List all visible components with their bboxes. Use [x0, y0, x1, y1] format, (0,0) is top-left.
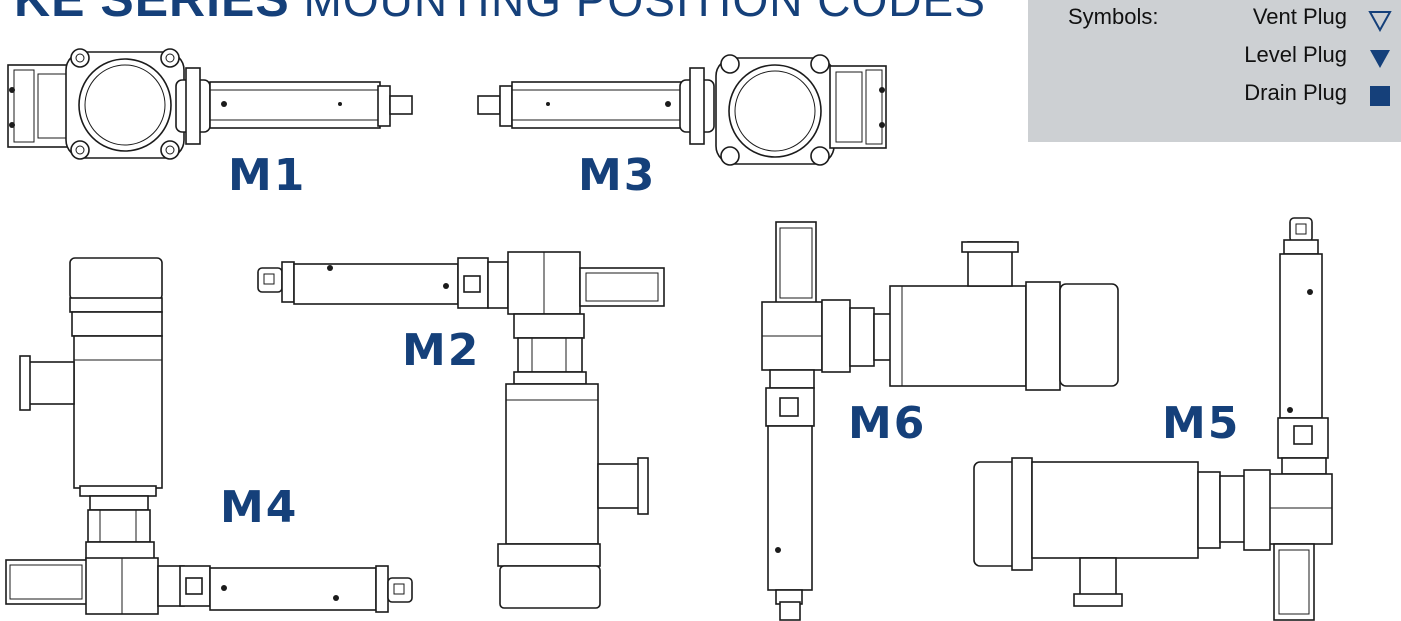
position-code-m2: M2 [402, 325, 481, 376]
vent-plug-icon [1368, 11, 1392, 32]
m1-drawing [7, 48, 413, 160]
m3-drawing [477, 54, 887, 166]
position-code-m3: M3 [578, 150, 657, 201]
m2-drawing [257, 251, 665, 609]
drain-plug-icon [1370, 86, 1390, 106]
legend-label: Symbols: [1068, 4, 1159, 29]
position-code-m4: M4 [220, 482, 299, 533]
legend-item-level-plug: Level Plug [1028, 42, 1401, 72]
legend-item-label: Level Plug [1244, 42, 1347, 67]
title-subtitle: MOUNTING POSITION CODES [303, 0, 986, 26]
page-title: KE SERIES MOUNTING POSITION CODES [14, 0, 986, 28]
m5-drawing [973, 217, 1333, 621]
legend-item-label: Drain Plug [1244, 80, 1347, 105]
position-code-m6: M6 [848, 398, 927, 449]
legend-item-drain-plug: Drain Plug [1028, 80, 1401, 110]
title-series: KE SERIES [14, 0, 290, 27]
m4-drawing [5, 257, 413, 615]
position-code-m1: M1 [228, 150, 307, 201]
legend-item-label: Vent Plug [1252, 4, 1347, 29]
level-plug-icon [1370, 50, 1390, 68]
legend-item-vent-plug: Vent Plug [1028, 4, 1401, 34]
symbols-legend: Symbols: Vent Plug Level Plug Drain Plug [1028, 0, 1401, 142]
position-code-m5: M5 [1162, 398, 1241, 449]
m6-drawing [761, 221, 1119, 621]
